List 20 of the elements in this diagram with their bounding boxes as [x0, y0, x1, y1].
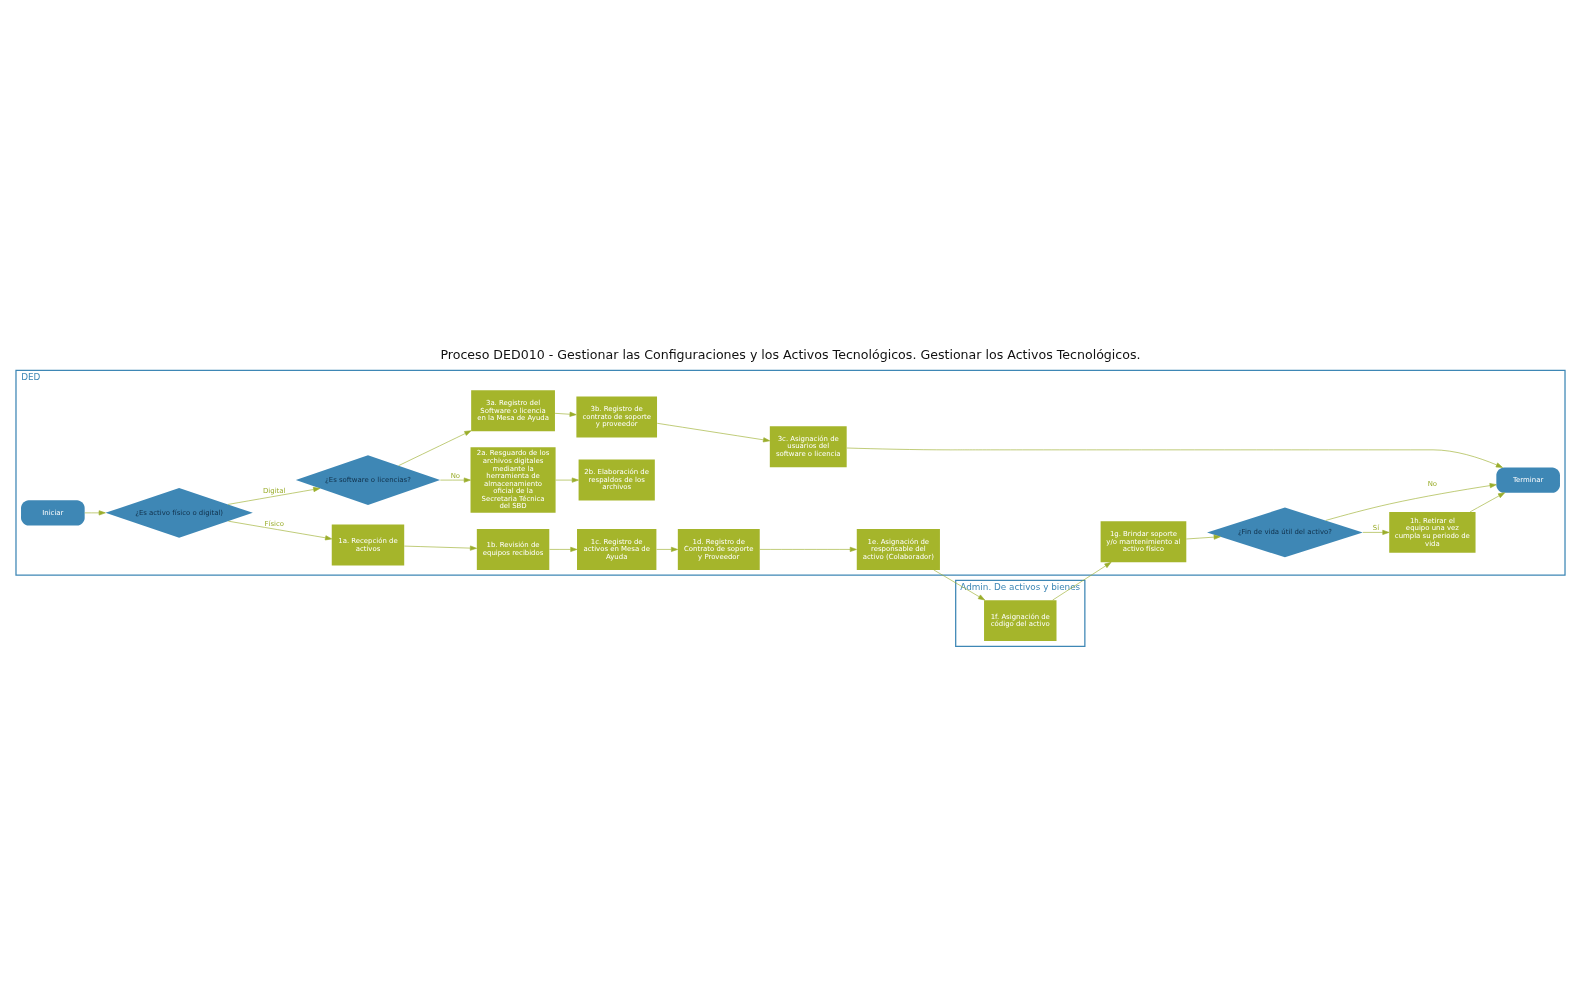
arrow [228, 520, 333, 541]
arrow [1325, 483, 1497, 521]
arrow [549, 546, 578, 552]
arrow [656, 423, 771, 443]
arrow [846, 447, 1503, 468]
arrow [656, 546, 678, 552]
arrow [759, 546, 857, 552]
arrow [1469, 492, 1506, 513]
arrow [1052, 562, 1112, 601]
arrow [554, 411, 577, 417]
arrow [555, 477, 579, 483]
arrow [1362, 529, 1390, 535]
arrow [84, 510, 106, 516]
arrow [1186, 534, 1221, 540]
arrow [440, 477, 471, 483]
arrow [398, 430, 472, 466]
arrow [933, 569, 986, 601]
arrow [227, 487, 321, 505]
arrow [404, 545, 477, 551]
diagram-title: Proceso DED010 - Gestionar las Configuraciones y los Activos Tecnológicos. Gestionar los Activos Tecnológicos. [440, 347, 1141, 363]
